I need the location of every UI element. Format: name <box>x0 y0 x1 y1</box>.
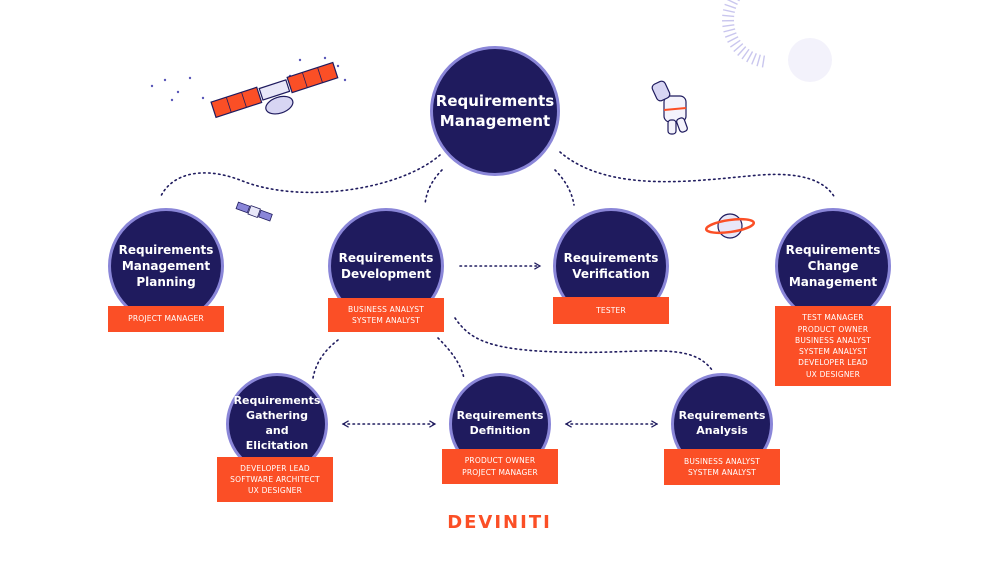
node-title: Requirements Gathering and Elicitation <box>233 394 321 452</box>
role-label: PRODUCT OWNER <box>797 324 869 334</box>
role-label: UX DESIGNER <box>247 486 303 496</box>
role-label: PRODUCT OWNER <box>464 456 536 466</box>
role-label: TEST MANAGER <box>802 313 864 323</box>
sun-rays-illustration <box>721 0 832 82</box>
role-label: BUSINESS ANALYST <box>683 456 761 466</box>
connector-development-to-definition <box>437 337 465 379</box>
node-title: Requirements Verification <box>563 250 659 281</box>
connector-development-to-analysis <box>454 317 713 371</box>
connector-development-to-gathering <box>312 339 339 379</box>
role-label: SOFTWARE ARCHITECT <box>230 474 320 484</box>
connector-main-to-verification <box>554 169 575 206</box>
node-title: Requirements Development <box>338 250 434 281</box>
node-title: Requirements Definition <box>456 409 544 437</box>
small-satellite-illustration <box>235 201 273 222</box>
role-label: SYSTEM ANALYST <box>351 316 421 325</box>
role-label: UX DESIGNER <box>805 369 861 379</box>
roles-box-verification: TESTER <box>553 297 669 324</box>
node-title: Requirements Analysis <box>678 409 766 437</box>
role-label: TESTER <box>596 305 626 315</box>
role-label: BUSINESS ANALYST <box>347 304 425 314</box>
role-label: SYSTEM ANALYST <box>798 347 868 356</box>
role-label: PROJECT MANAGER <box>462 467 538 477</box>
connector-main-to-planning <box>159 154 441 199</box>
roles-box-analysis: BUSINESS ANALYST SYSTEM ANALYST <box>664 449 780 485</box>
role-label: SYSTEM ANALYST <box>687 468 757 477</box>
roles-box-planning: PROJECT MANAGER <box>108 306 224 332</box>
ringed-planet-illustration <box>704 213 756 239</box>
connector-main-to-development <box>424 169 443 206</box>
node-title: Requirements Change Management <box>785 242 881 290</box>
astronaut-illustration <box>651 80 688 135</box>
role-label: PROJECT MANAGER <box>128 314 204 324</box>
satellite-illustration <box>150 56 347 119</box>
connector-main-to-change <box>559 151 836 199</box>
role-label: BUSINESS ANALYST <box>794 335 872 345</box>
role-label: DEVELOPER LEAD <box>798 358 868 368</box>
node-title: Requirements Management Planning <box>118 242 214 290</box>
node-title: Requirements Management <box>435 91 555 130</box>
role-label: DEVELOPER LEAD <box>240 463 310 473</box>
deviniti-logo: DEVINITI <box>447 512 552 533</box>
node-requirements-management: Requirements Management <box>430 46 560 176</box>
roles-box-development: BUSINESS ANALYST SYSTEM ANALYST <box>328 298 444 332</box>
